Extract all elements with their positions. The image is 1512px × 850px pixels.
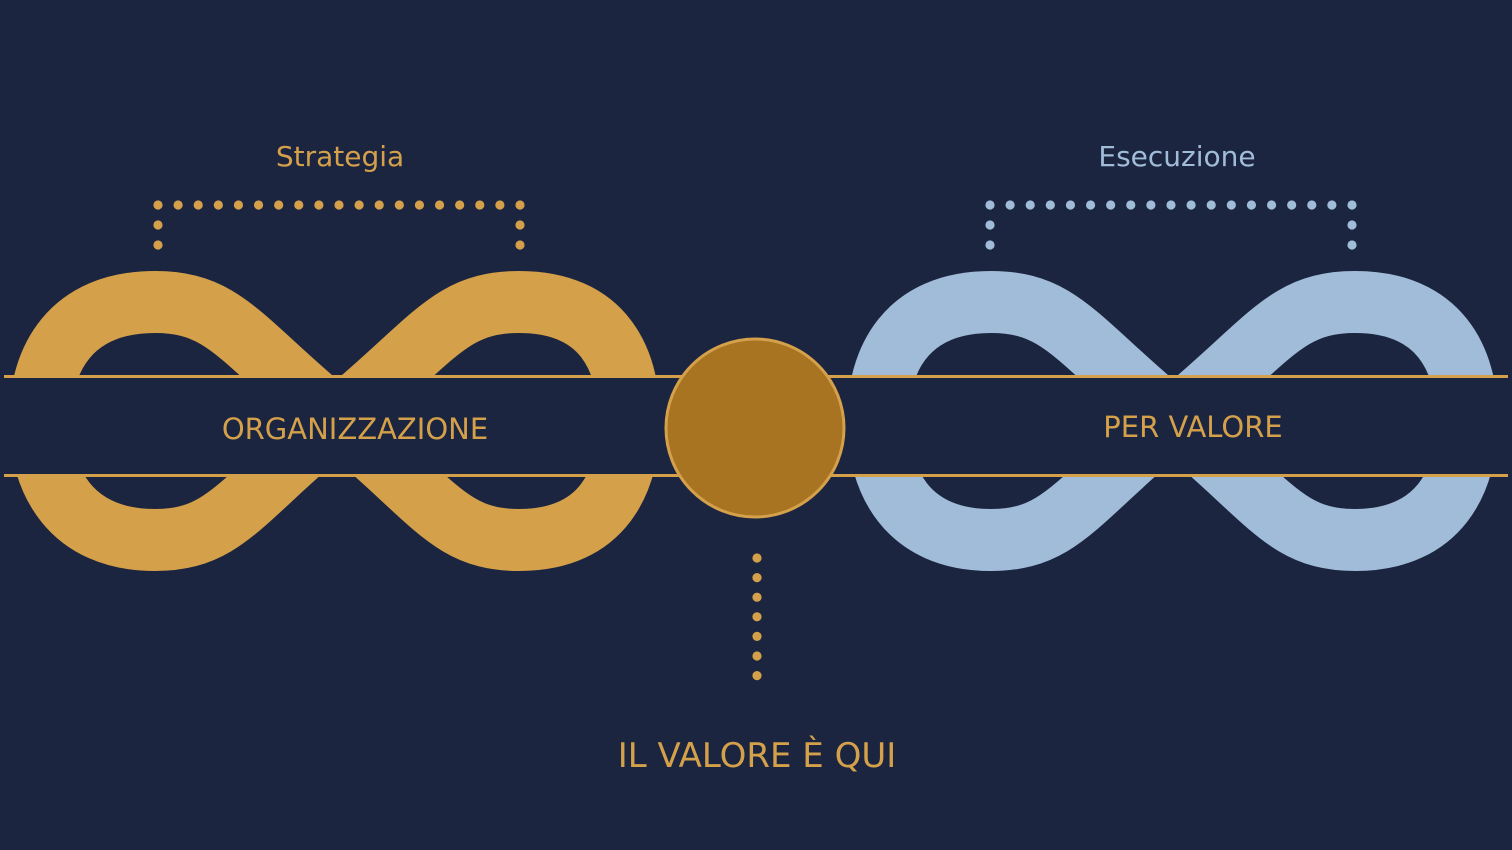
bracket-dot — [314, 200, 324, 210]
bracket-dot — [1226, 200, 1236, 210]
bracket-dot — [394, 200, 404, 210]
bracket-dot — [193, 200, 203, 210]
bracket-dot — [1347, 220, 1357, 230]
bracket-dot — [153, 220, 163, 230]
bracket-dot — [455, 200, 465, 210]
bracket-dot — [434, 200, 445, 210]
bracket-dot — [1025, 200, 1035, 210]
bracket-dot — [1287, 200, 1297, 210]
bracket-dot — [213, 200, 223, 210]
connector-dot — [752, 651, 762, 661]
bracket-dot — [985, 240, 995, 250]
bracket-dot — [1186, 200, 1196, 210]
bracket-dot — [1085, 200, 1096, 210]
connector-dot — [752, 592, 762, 602]
bracket-dot — [515, 220, 525, 230]
bracket-dot — [414, 200, 425, 210]
bracket-dot — [515, 200, 525, 210]
bracket-dot — [1126, 200, 1136, 210]
bracket-dot — [1327, 200, 1337, 210]
bracket-dot — [1005, 200, 1015, 210]
bracket-dot — [354, 200, 364, 210]
organizzazione-label: ORGANIZZAZIONE — [222, 412, 488, 446]
bracket-dot — [475, 200, 485, 210]
bracket-dot — [985, 220, 995, 230]
connector-dot — [752, 671, 762, 681]
strategia-label: Strategia — [276, 140, 404, 173]
bracket-dot — [1347, 240, 1357, 250]
bracket-dot — [1307, 200, 1317, 210]
il-valore-e-qui-label: IL VALORE È QUI — [618, 735, 897, 776]
bracket-dot — [233, 200, 244, 210]
bracket-dot — [1045, 200, 1055, 210]
per-valore-label: PER VALORE — [1103, 410, 1282, 444]
connector-dot — [752, 553, 762, 563]
bracket-dot — [334, 200, 344, 210]
bracket-dot — [515, 240, 525, 250]
connector-dot — [752, 612, 762, 622]
bracket-dot — [1206, 200, 1216, 210]
bracket-dot — [1266, 200, 1277, 210]
esecuzione-bracket — [985, 200, 1357, 250]
strategia-bracket — [153, 200, 525, 250]
bracket-dot — [1106, 200, 1116, 210]
bracket-dot — [153, 240, 163, 250]
center-value-circle — [664, 337, 846, 519]
esecuzione-label: Esecuzione — [1098, 140, 1255, 173]
bracket-dot — [1146, 200, 1156, 210]
connector-dot — [752, 573, 762, 583]
center-dotted-connector — [752, 553, 762, 681]
bracket-dot — [153, 200, 163, 210]
bracket-dot — [495, 200, 505, 210]
bracket-dot — [173, 200, 183, 210]
bracket-dot — [1347, 200, 1357, 210]
bracket-dot — [1246, 200, 1257, 210]
connector-dot — [752, 631, 762, 642]
bracket-dot — [294, 200, 304, 210]
bracket-dot — [1065, 200, 1076, 210]
bracket-dot — [374, 200, 384, 210]
bracket-dot — [274, 200, 284, 210]
bracket-dot — [253, 200, 264, 210]
bracket-dot — [985, 200, 995, 210]
bracket-dot — [1166, 200, 1176, 210]
